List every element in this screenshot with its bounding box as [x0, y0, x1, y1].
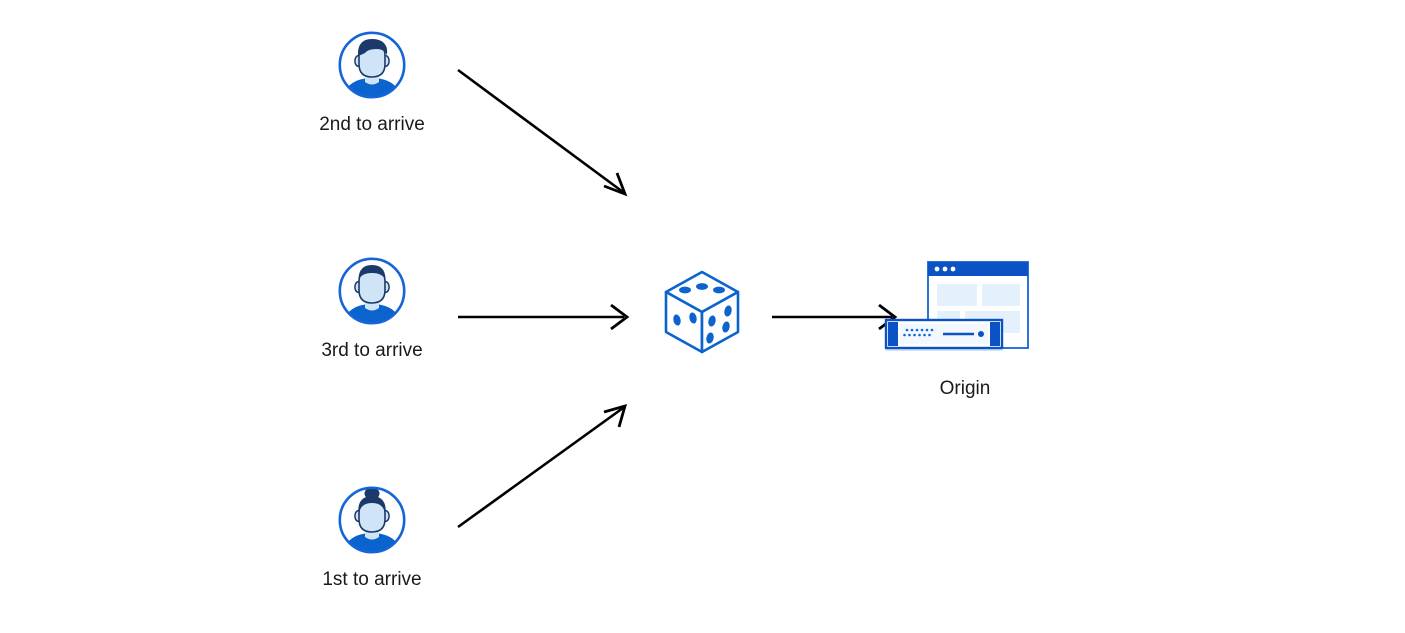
client-node-2nd[interactable]: 2nd to arrive [308, 28, 436, 137]
client-node-3rd[interactable]: 3rd to arrive [308, 254, 436, 363]
client-label-1st: 1st to arrive [322, 569, 422, 590]
client-label-2nd: 2nd to arrive [319, 114, 425, 135]
origin-label: Origin [939, 378, 991, 399]
arrow-1st-to-dice [457, 403, 628, 529]
user-avatar-icon [335, 483, 409, 557]
user-avatar-icon [335, 28, 409, 102]
origin-server-icon [880, 258, 1050, 368]
client-label-3rd: 3rd to arrive [321, 340, 423, 361]
origin-node[interactable]: Origin [880, 258, 1050, 401]
arrow-dice-to-origin [772, 303, 898, 331]
user-avatar-icon [335, 254, 409, 328]
random-dice-node[interactable] [662, 268, 742, 356]
server-device [884, 318, 1004, 351]
arrow-2nd-to-dice [457, 68, 628, 197]
arrow-3rd-to-dice [458, 303, 630, 331]
dice-icon [662, 268, 742, 356]
client-node-1st[interactable]: 1st to arrive [308, 483, 436, 592]
